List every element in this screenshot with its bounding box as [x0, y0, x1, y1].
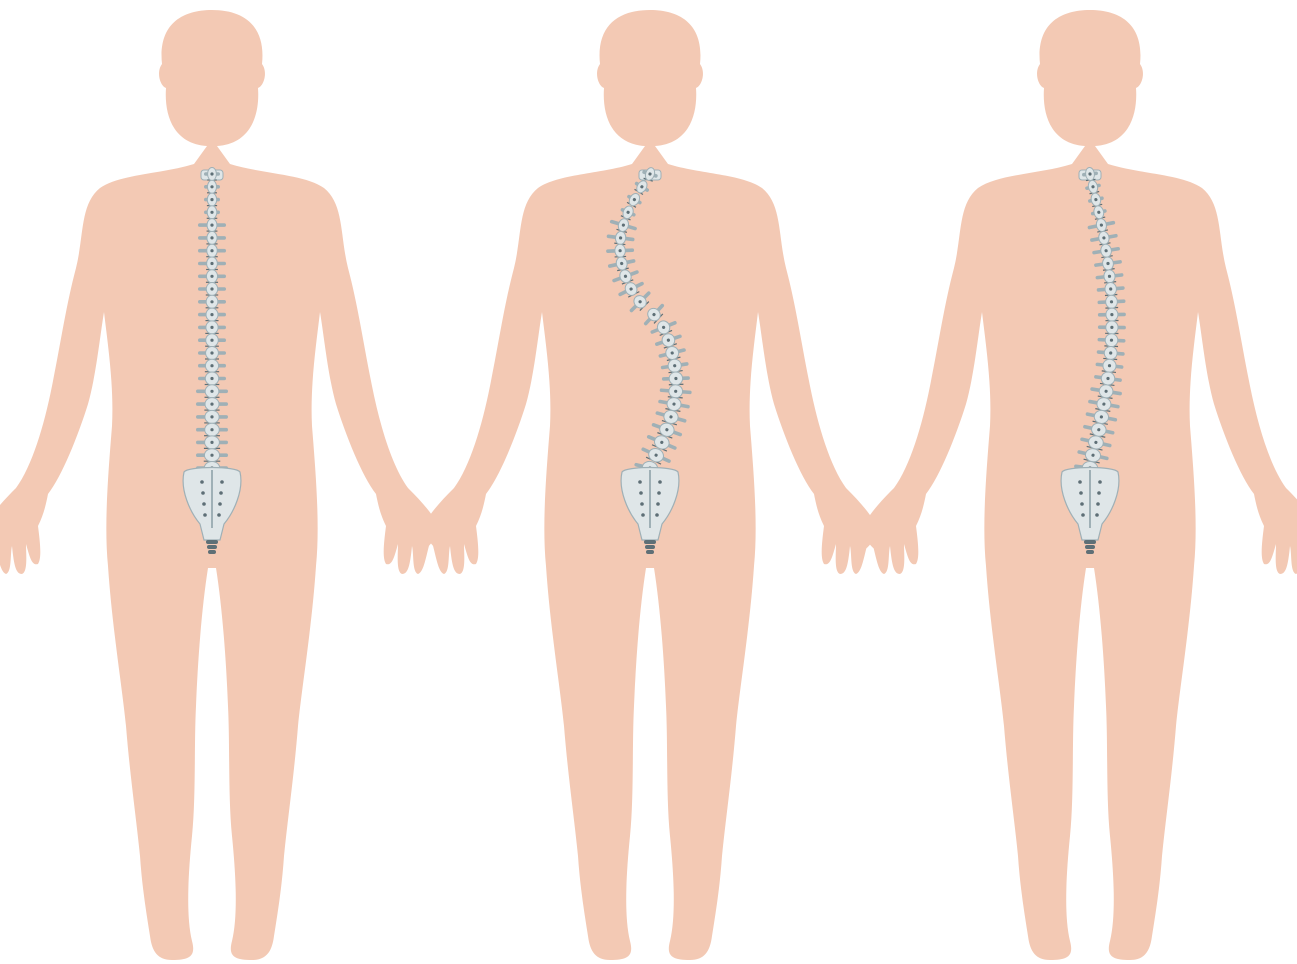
figure-2 [417, 10, 883, 960]
figure-1 [0, 10, 445, 960]
figure-3 [857, 10, 1297, 960]
